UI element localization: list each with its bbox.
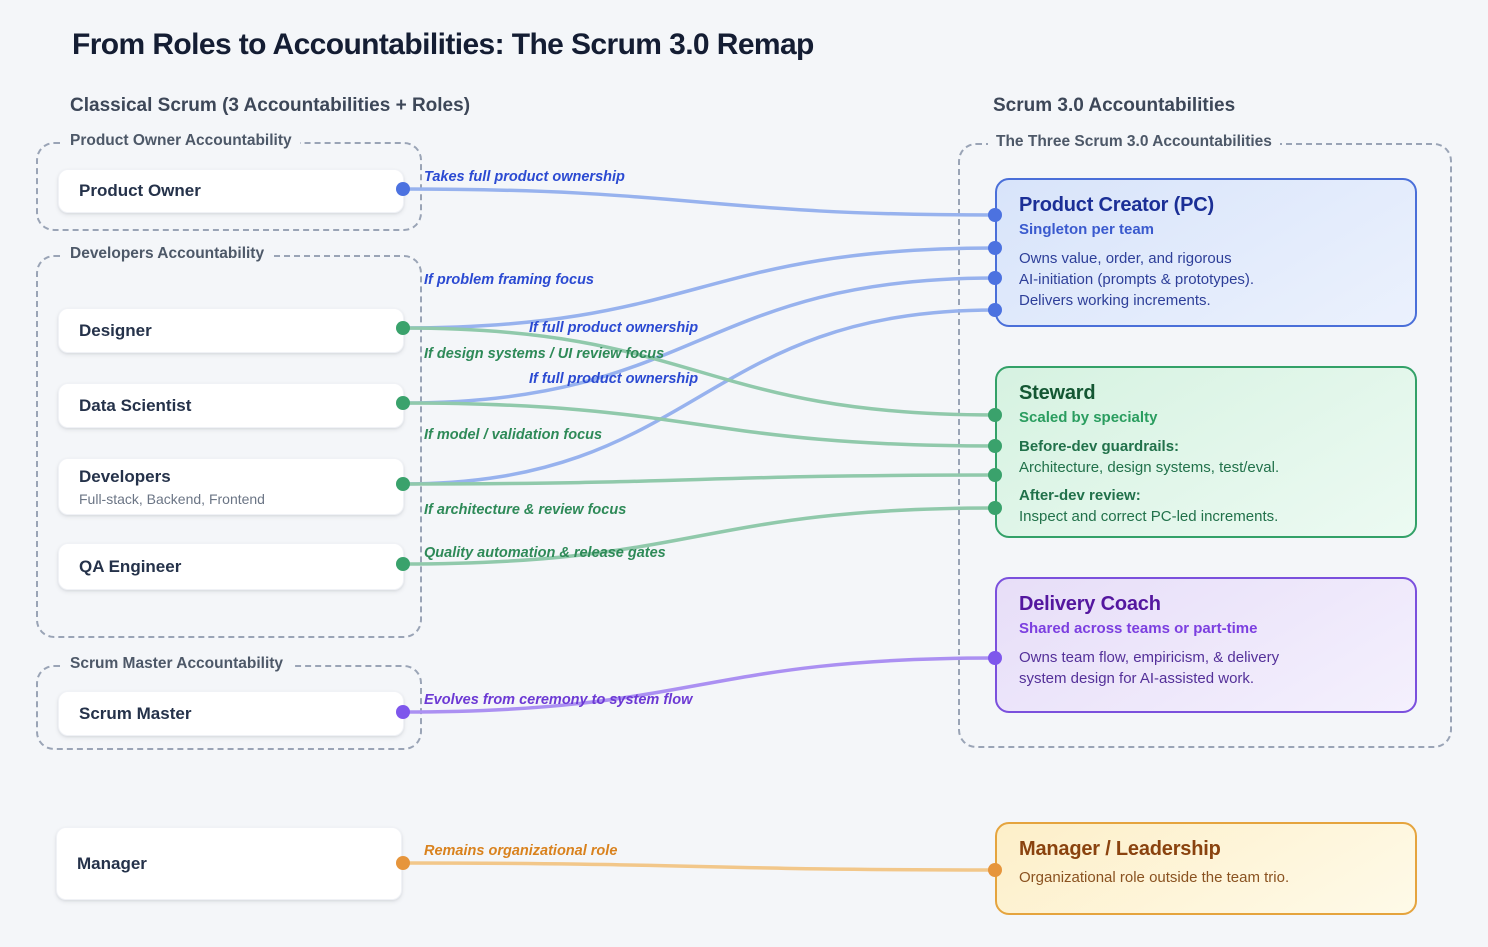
role-sublabel: Full-stack, Backend, Frontend (79, 490, 265, 507)
connector-line (401, 187, 997, 217)
role-label: QA Engineer (79, 556, 182, 576)
group-product-owner-accountability: Product Owner Accountability Product Own… (36, 132, 422, 231)
acc-title: Manager / Leadership (1019, 838, 1221, 860)
connector-line (401, 246, 997, 330)
connection-label: If architecture & review focus (424, 502, 627, 518)
acc-title: Product Creator (PC) (1019, 194, 1214, 216)
connector-line (401, 506, 997, 566)
connector-line (401, 656, 997, 714)
role-card-developers: Developers Full-stack, Backend, Frontend (58, 458, 404, 515)
group-label-developers: Developers Accountability (62, 245, 273, 263)
role-card-designer: Designer (58, 308, 404, 353)
role-label: Scrum Master (79, 703, 192, 723)
role-label: Designer (79, 320, 152, 340)
connection-label: If full product ownership (529, 320, 699, 336)
role-label: Data Scientist (79, 395, 192, 415)
left-column-header: Classical Scrum (3 Accountabilities + Ro… (70, 95, 471, 116)
acc-card-delivery-coach: Delivery Coach Shared across teams or pa… (995, 577, 1417, 713)
acc-subtitle: Shared across teams or part-time (1019, 620, 1258, 637)
right-column-header: Scrum 3.0 Accountabilities (993, 95, 1236, 116)
acc-body: Owns team flow, empiricism, & delivery s… (1019, 649, 1280, 687)
group-label-scrum-master: Scrum Master Accountability (62, 655, 292, 673)
group-label-scrum3: The Three Scrum 3.0 Accountabilities (988, 133, 1280, 151)
connection-label: If design systems / UI review focus (424, 346, 665, 362)
connection-label: If full product ownership (529, 371, 699, 387)
acc-body: Organizational role outside the team tri… (1019, 869, 1290, 886)
connector-line (401, 401, 997, 448)
group-developers-accountability: Developers Accountability Designer Data … (36, 245, 422, 638)
group-scrum-master-accountability: Scrum Master Accountability Scrum Master (36, 655, 422, 750)
acc-title: Delivery Coach (1019, 593, 1161, 615)
acc-card-product-creator: Product Creator (PC) Singleton per team … (995, 178, 1417, 327)
connection-label: Evolves from ceremony to system flow (424, 692, 693, 708)
role-label: Product Owner (79, 181, 201, 200)
acc-body: Before-dev guardrails: Architecture, des… (1019, 438, 1280, 525)
connector-line (401, 276, 997, 405)
acc-title: Steward (1019, 382, 1096, 404)
acc-subtitle: Scaled by specialty (1019, 409, 1158, 426)
acc-card-manager-leadership: Manager / Leadership Organizational role… (995, 822, 1417, 915)
connection-label: Takes full product ownership (424, 169, 625, 185)
connection-label: Quality automation & release gates (424, 545, 666, 561)
role-card-data-scientist: Data Scientist (58, 383, 404, 428)
connector-line (401, 308, 997, 486)
role-card-product-owner: Product Owner (58, 169, 404, 213)
connector-line (401, 473, 997, 486)
connection-label: If model / validation focus (424, 427, 603, 443)
acc-body: Owns value, order, and rigorous AI-initi… (1019, 250, 1255, 309)
connector-line (401, 326, 997, 417)
acc-card-steward: Steward Scaled by specialty Before-dev g… (995, 366, 1417, 538)
connection-label: If problem framing focus (424, 272, 594, 288)
role-card-manager: Manager (56, 827, 402, 900)
role-card-qa-engineer: QA Engineer (58, 543, 404, 590)
connection-label: Remains organizational role (424, 843, 618, 859)
acc-subtitle: Singleton per team (1019, 221, 1155, 238)
connector-line (401, 861, 997, 872)
role-label: Manager (77, 853, 147, 873)
group-label-product-owner: Product Owner Accountability (62, 132, 300, 150)
role-label: Developers (79, 466, 171, 486)
page-title: From Roles to Accountabilities: The Scru… (72, 28, 814, 61)
role-card-scrum-master: Scrum Master (58, 691, 404, 736)
